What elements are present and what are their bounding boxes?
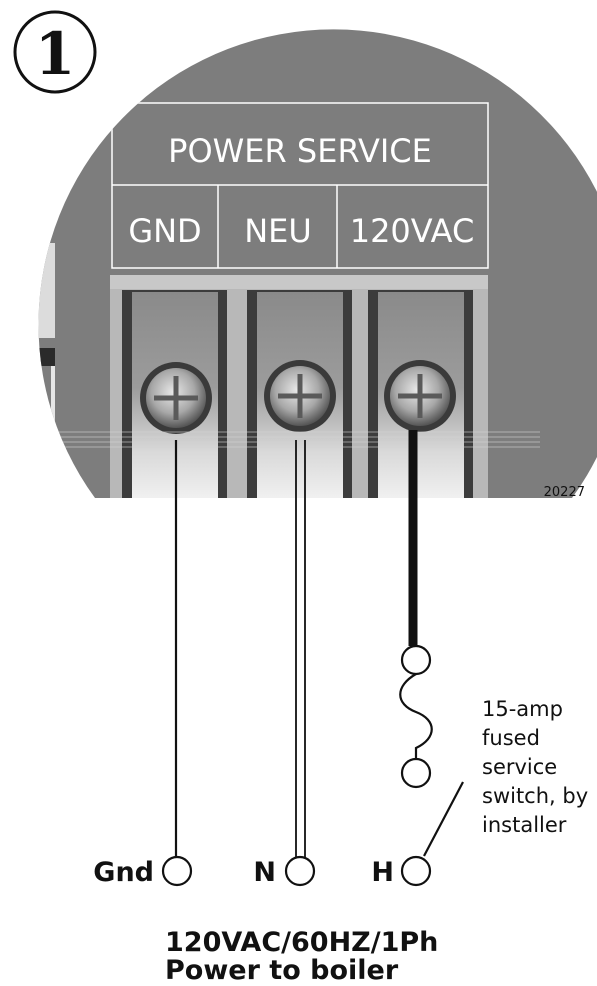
terminal-label-120vac: 120VAC — [350, 212, 475, 250]
left-bracket — [38, 243, 55, 338]
left-bracket-post — [51, 366, 55, 446]
supply-terminal-hot — [400, 855, 432, 887]
caption-line-2: Power to boiler — [165, 955, 399, 986]
fuse-note: 15-amp fused service switch, by installe… — [482, 697, 588, 837]
supply-label-ground: Gnd — [93, 857, 154, 888]
caption-line-1: 120VAC/60HZ/1Ph — [165, 927, 438, 958]
supply-terminal-ground — [161, 855, 193, 887]
panel-title: POWER SERVICE — [168, 132, 432, 170]
fuse-note-line-4: switch, by — [482, 784, 588, 808]
left-bracket-edge — [38, 348, 55, 366]
fuse-terminal-top — [400, 644, 432, 676]
left-bracket-screw — [38, 283, 39, 317]
supply-label-neutral: N — [253, 857, 276, 888]
step-number: 1 — [35, 20, 75, 88]
fuse-terminal-bottom — [400, 757, 432, 789]
sheen-lines — [55, 431, 540, 448]
terminal-block-top-edge — [110, 275, 488, 289]
terminal-label-neu: NEU — [244, 212, 312, 250]
supply-label-hot: H — [371, 857, 394, 888]
neutral-wire — [295, 440, 306, 858]
terminal-screw-gnd — [140, 362, 212, 434]
fuse-note-line-5: installer — [482, 813, 567, 837]
fuse-symbol — [399, 644, 433, 789]
fuse-note-line-2: fused — [482, 726, 540, 750]
terminal-screw-120vac — [384, 360, 456, 432]
magnified-terminal-view: POWER SERVICE GND NEU 120VAC — [38, 29, 597, 498]
fuse-note-line-3: service — [482, 755, 557, 779]
supply-terminal-neutral — [284, 855, 316, 887]
fuse-note-line-1: 15-amp — [482, 697, 563, 721]
step-badge: 1 — [13, 10, 97, 94]
switch-lever — [423, 781, 464, 857]
fuse-element — [399, 673, 433, 760]
figure-code: 20227 — [544, 485, 585, 500]
terminal-label-gnd: GND — [128, 212, 201, 250]
label-frame — [111, 102, 489, 269]
terminal-screw-neu — [264, 360, 336, 432]
